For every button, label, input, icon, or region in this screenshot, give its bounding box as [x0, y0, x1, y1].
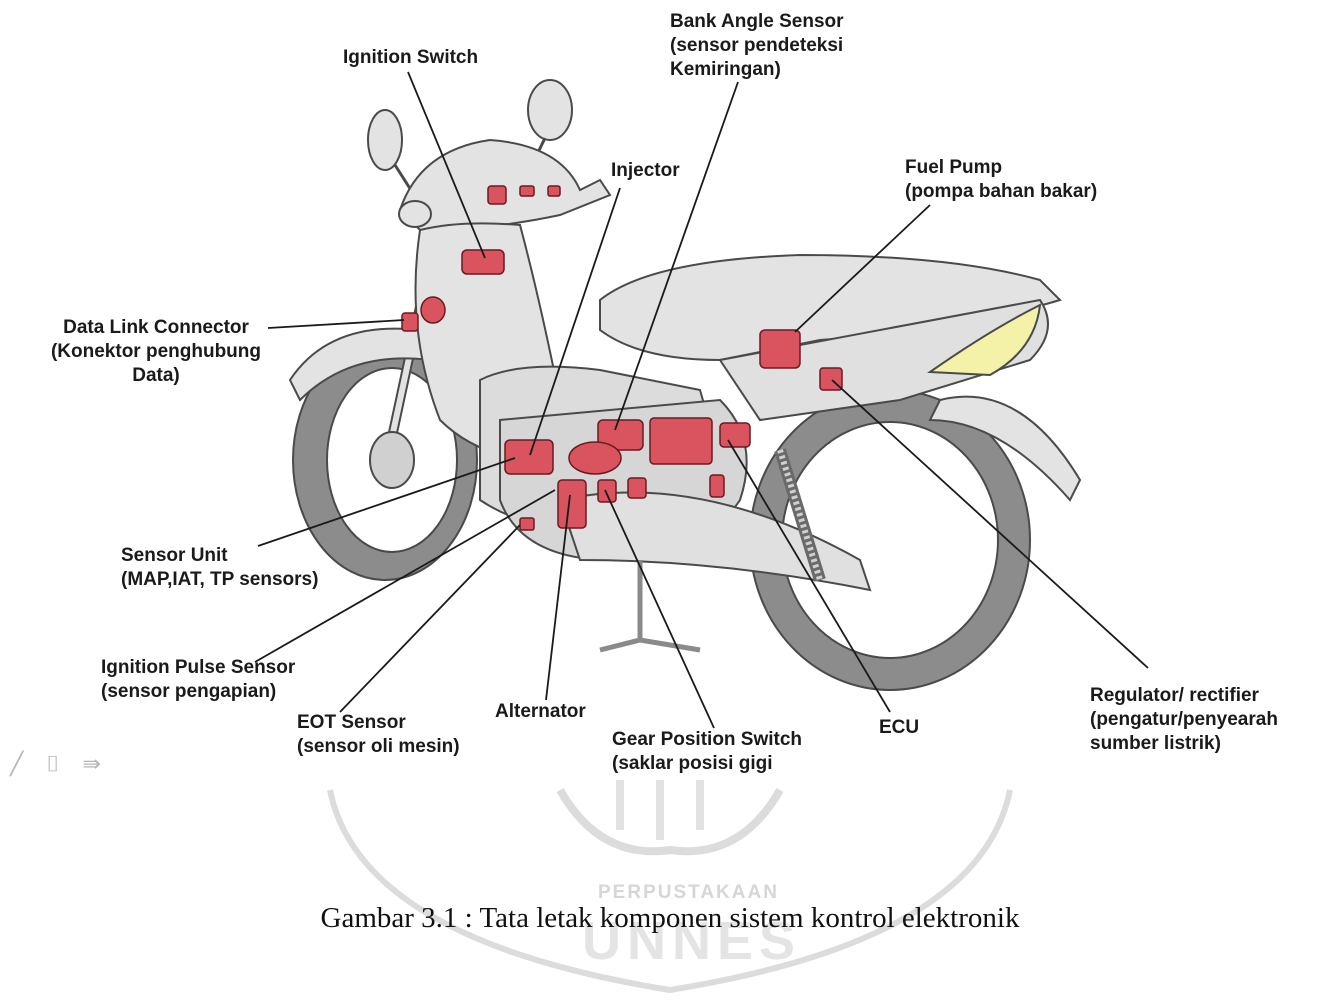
label-sensor-unit: Sensor Unit (MAP,IAT, TP sensors) [121, 544, 318, 592]
label-ignition-pulse-sensor: Ignition Pulse Sensor (sensor pengapian) [101, 656, 295, 704]
label-ecu: ECU [879, 716, 919, 740]
label-fuel-pump: Fuel Pump (pompa bahan bakar) [905, 156, 1097, 204]
alternator-component [558, 480, 586, 528]
injector-component [505, 440, 553, 474]
data-link-connector-component [402, 313, 418, 331]
throttle-body-component [569, 442, 621, 474]
label-regulator-rectifier: Regulator/ rectifier (pengatur/penyearah… [1090, 684, 1278, 756]
label-injector: Injector [611, 159, 680, 183]
label-data-link-connector: Data Link Connector (Konektor penghubung… [22, 316, 290, 388]
label-gear-position-switch: Gear Position Switch (saklar posisi gigi [612, 728, 802, 776]
figure-caption: Gambar 3.1 : Tata letak komponen sistem … [0, 902, 1340, 935]
fuel-pump-component [760, 330, 800, 368]
label-alternator: Alternator [495, 700, 586, 724]
label-eot-sensor: EOT Sensor (sensor oli mesin) [297, 711, 460, 759]
nav-glyphs: ╱ ⌷ ⇛ [10, 752, 109, 777]
label-ignition-switch: Ignition Switch [343, 46, 478, 70]
label-bank-angle-sensor: Bank Angle Sensor (sensor pendeteksi Kem… [670, 10, 844, 82]
ecu-component [650, 418, 712, 464]
